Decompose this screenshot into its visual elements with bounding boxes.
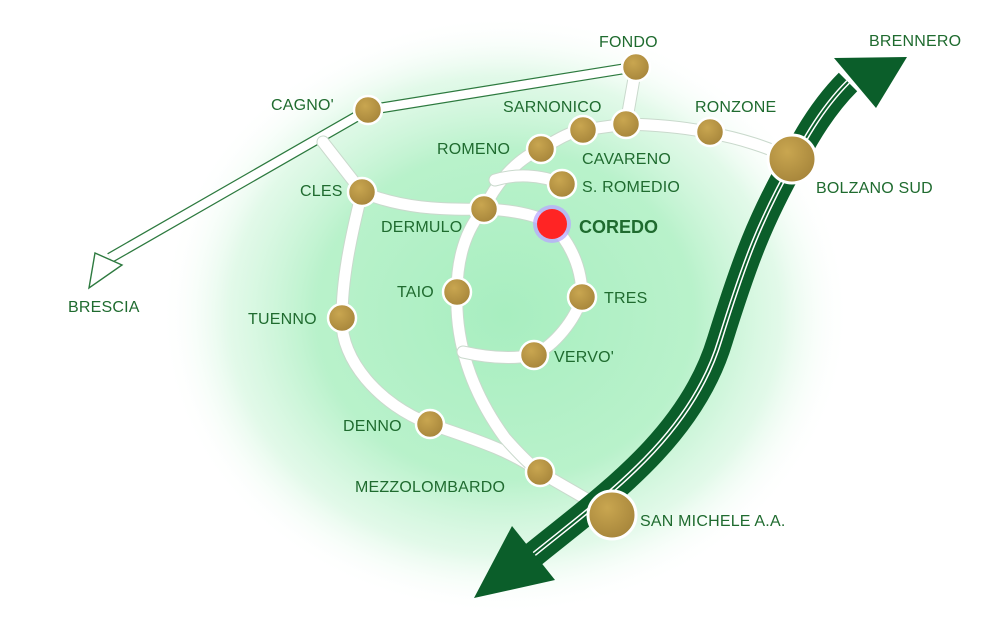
marker-denno[interactable] — [414, 408, 446, 440]
label-san-michele: SAN MICHELE A.A. — [640, 513, 785, 530]
label-coredo: COREDO — [579, 217, 658, 237]
marker-ronzone[interactable] — [694, 116, 726, 148]
label-fondo: FONDO — [599, 34, 658, 51]
label-denno: DENNO — [343, 418, 402, 435]
marker-tres[interactable] — [566, 281, 598, 313]
valley-glow — [160, 15, 850, 615]
label-cagno: CAGNO' — [271, 97, 334, 114]
marker-bolzano-sud[interactable] — [766, 133, 818, 185]
label-romeno: ROMENO — [437, 141, 510, 158]
label-cles: CLES — [300, 183, 343, 200]
label-vervo: VERVO' — [554, 349, 614, 366]
marker-s-romedio[interactable] — [546, 168, 578, 200]
marker-coredo[interactable] — [537, 209, 567, 239]
label-cavareno: CAVARENO — [582, 151, 671, 168]
brescia-arrowhead — [88, 251, 124, 290]
marker-cles[interactable] — [346, 176, 378, 208]
label-brennero: BRENNERO — [869, 33, 961, 50]
place-labels: FONDO BRENNERO CAGNO' SARNONICO RONZONE … — [68, 33, 961, 530]
label-ronzone: RONZONE — [695, 99, 776, 116]
label-s-romedio: S. ROMEDIO — [582, 179, 680, 196]
label-dermulo: DERMULO — [381, 219, 462, 236]
label-taio: TAIO — [397, 284, 434, 301]
marker-cagno[interactable] — [352, 94, 384, 126]
marker-tuenno[interactable] — [326, 302, 358, 334]
marker-vervo[interactable] — [518, 339, 550, 371]
highway-arrowhead-south — [474, 526, 555, 598]
highway-a22 — [474, 57, 907, 598]
label-tuenno: TUENNO — [248, 311, 317, 328]
marker-cavareno[interactable] — [610, 108, 642, 140]
marker-romeno[interactable] — [525, 133, 557, 165]
highway-arrowhead-north — [834, 57, 907, 108]
label-bolzano-sud: BOLZANO SUD — [816, 180, 933, 197]
label-mezzolombardo: MEZZOLOMBARDO — [355, 479, 505, 496]
marker-sarnonico[interactable] — [567, 114, 599, 146]
marker-mezzolombardo[interactable] — [524, 456, 556, 488]
label-tres: TRES — [604, 290, 647, 307]
label-brescia: BRESCIA — [68, 299, 140, 316]
marker-san-michele[interactable] — [586, 489, 638, 541]
marker-fondo[interactable] — [620, 51, 652, 83]
marker-taio[interactable] — [441, 276, 473, 308]
marker-dermulo[interactable] — [468, 193, 500, 225]
label-sarnonico: SARNONICO — [503, 99, 602, 116]
town-markers — [326, 51, 818, 541]
